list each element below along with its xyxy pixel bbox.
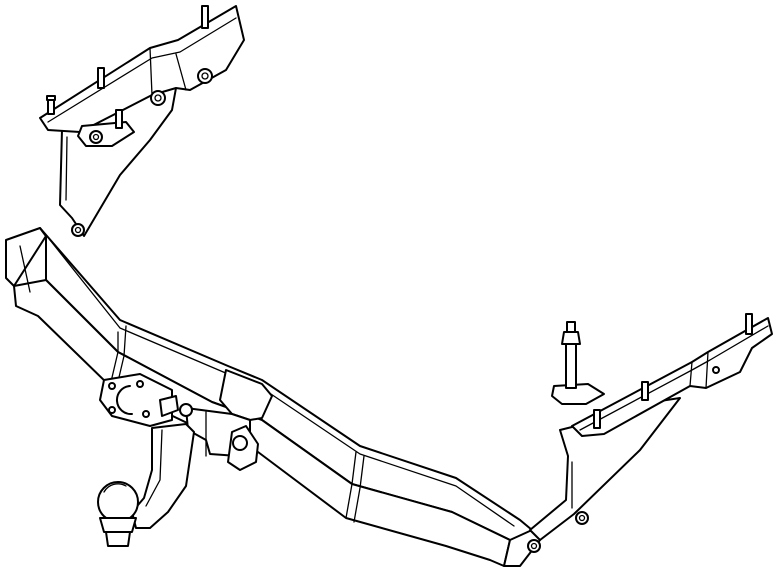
tow-tongue-housing bbox=[185, 369, 273, 471]
right-top-rail bbox=[571, 317, 773, 437]
left-rail-studs bbox=[46, 5, 209, 129]
tow-ball bbox=[97, 481, 139, 547]
left-bracket-nuts bbox=[71, 68, 213, 237]
tow-bar-neck bbox=[131, 403, 195, 529]
main-cross-beam bbox=[5, 227, 541, 567]
right-rail-studs bbox=[593, 313, 753, 429]
electrical-socket-plate bbox=[99, 373, 179, 427]
right-spacer-plate bbox=[551, 321, 605, 405]
